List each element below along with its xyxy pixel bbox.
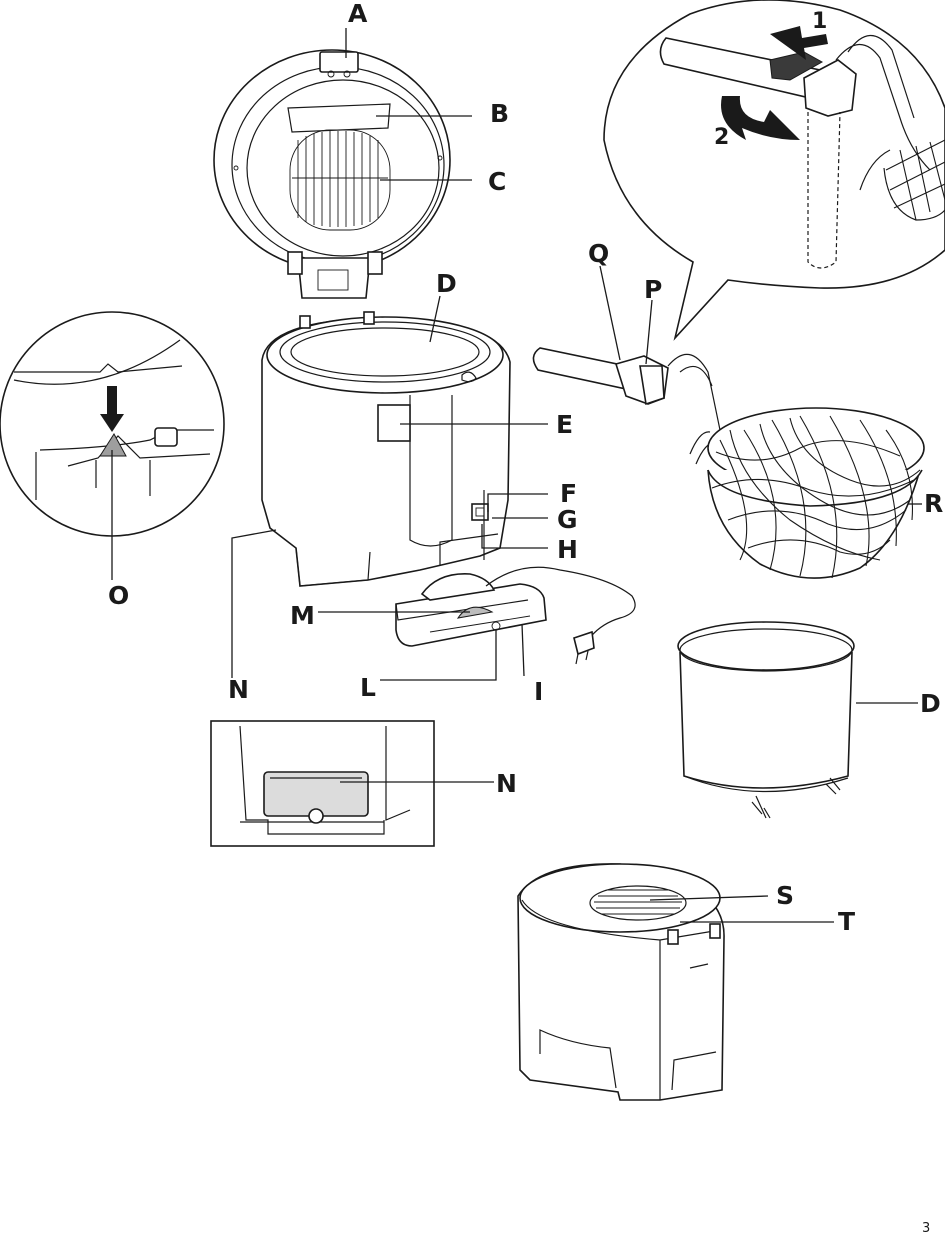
label-l: L <box>360 673 376 702</box>
step-number-2: 2 <box>714 125 729 150</box>
label-n-main: N <box>228 675 249 704</box>
label-c: C <box>488 167 506 196</box>
page-number: 3 <box>922 1221 930 1235</box>
label-g: G <box>557 505 578 534</box>
oil-bowl-drawing <box>678 622 854 818</box>
control-box-drawing <box>396 567 635 664</box>
inset-n-drawing <box>211 721 434 846</box>
label-p: P <box>644 275 662 304</box>
label-n-inset: N <box>496 769 517 798</box>
label-a: A <box>348 0 368 28</box>
lid-drawing <box>214 50 450 298</box>
label-q: Q <box>588 239 609 268</box>
label-d-bowl: D <box>920 689 941 718</box>
step-number-1: 1 <box>812 9 827 34</box>
assembled-fryer-drawing <box>518 864 724 1100</box>
label-d-top: D <box>436 269 457 298</box>
label-r: R <box>924 489 943 518</box>
basket-mesh <box>708 408 924 578</box>
label-m: M <box>290 601 315 630</box>
fryer-body-drawing <box>262 312 510 586</box>
label-b: B <box>490 99 509 128</box>
label-o: O <box>108 581 129 610</box>
label-t: T <box>838 907 855 936</box>
basket-drawing <box>533 348 924 578</box>
label-s: S <box>776 881 794 910</box>
label-h: H <box>557 535 578 564</box>
label-e: E <box>556 410 573 439</box>
label-f: F <box>560 479 577 508</box>
label-i: I <box>534 677 543 706</box>
